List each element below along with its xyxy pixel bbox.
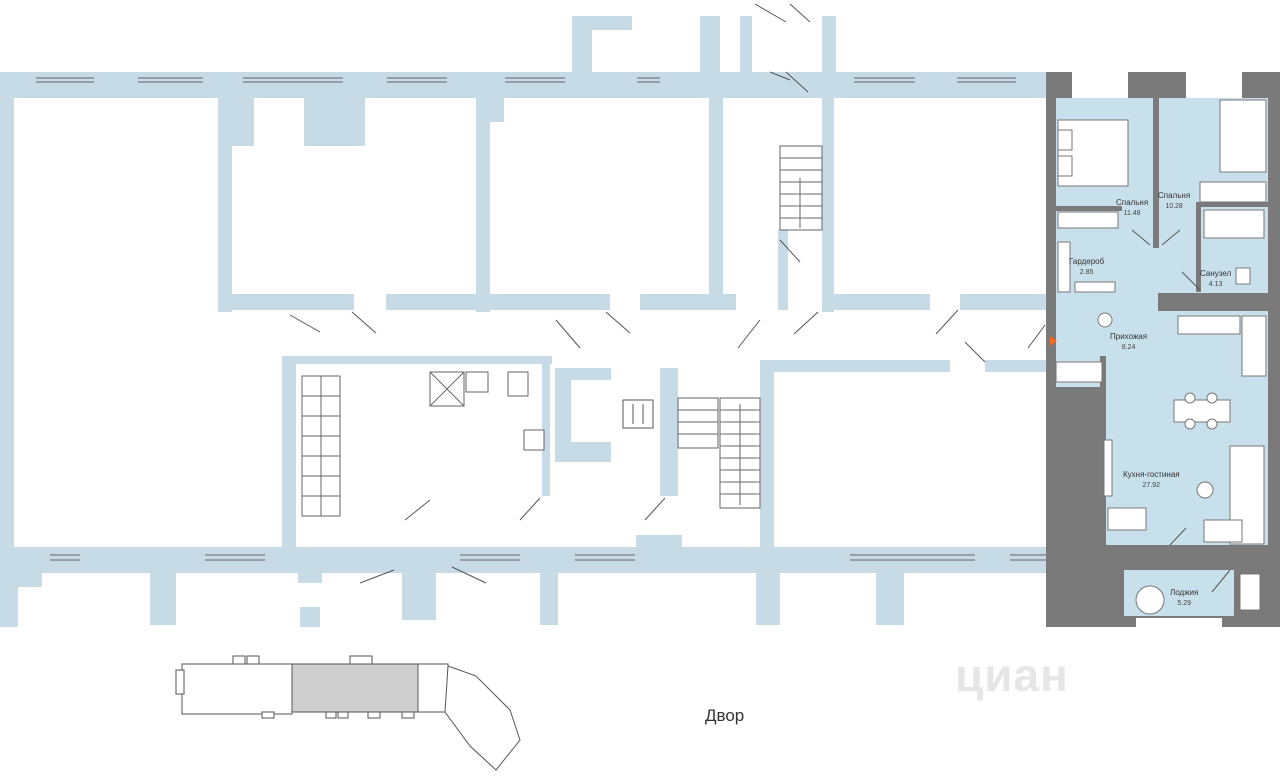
building-minimap — [175, 655, 521, 771]
room-kitchen-living-label: Кухня-гостиная 27.92 — [1123, 469, 1180, 491]
entrance-marker-icon — [1050, 336, 1057, 346]
building-walls — [0, 16, 1095, 627]
windows — [36, 77, 1088, 561]
room-area: 2.85 — [1079, 269, 1094, 276]
room-name: Прихожая — [1110, 332, 1148, 341]
room-bedroom-2-label: Спальня 10.28 — [1158, 190, 1190, 212]
yard-label: Двор — [705, 706, 745, 725]
room-name: Спальня — [1158, 191, 1191, 200]
room-area: 27.92 — [1142, 482, 1161, 489]
room-loggia-label: Лоджия 5.29 — [1170, 587, 1198, 609]
room-bathroom-label: Санузел 4.13 — [1200, 268, 1231, 290]
room-area: 5.29 — [1177, 600, 1191, 607]
room-name: Санузел — [1200, 269, 1232, 278]
room-name: Лоджия — [1170, 588, 1199, 597]
room-name: Спальня — [1116, 198, 1149, 207]
room-name: Кухня-гостиная — [1123, 470, 1180, 479]
door-swings — [289, 3, 1046, 584]
seating-area — [301, 371, 545, 517]
room-name: Гардероб — [1069, 257, 1105, 266]
room-bedroom-1-label: Спальня 11.48 — [1116, 197, 1148, 219]
room-hallway-label: Прихожая 8.24 — [1110, 331, 1147, 353]
elevator-icon — [622, 399, 654, 429]
room-area: 8.24 — [1121, 344, 1136, 351]
room-area: 11.48 — [1123, 210, 1141, 217]
room-area: 4.13 — [1208, 281, 1223, 288]
apartment — [1046, 72, 1280, 628]
watermark: циан — [955, 649, 1069, 701]
room-area: 10.28 — [1165, 203, 1183, 210]
stairs-icon — [677, 145, 823, 509]
room-wardrobe-label: Гардероб 2.85 — [1069, 256, 1104, 278]
